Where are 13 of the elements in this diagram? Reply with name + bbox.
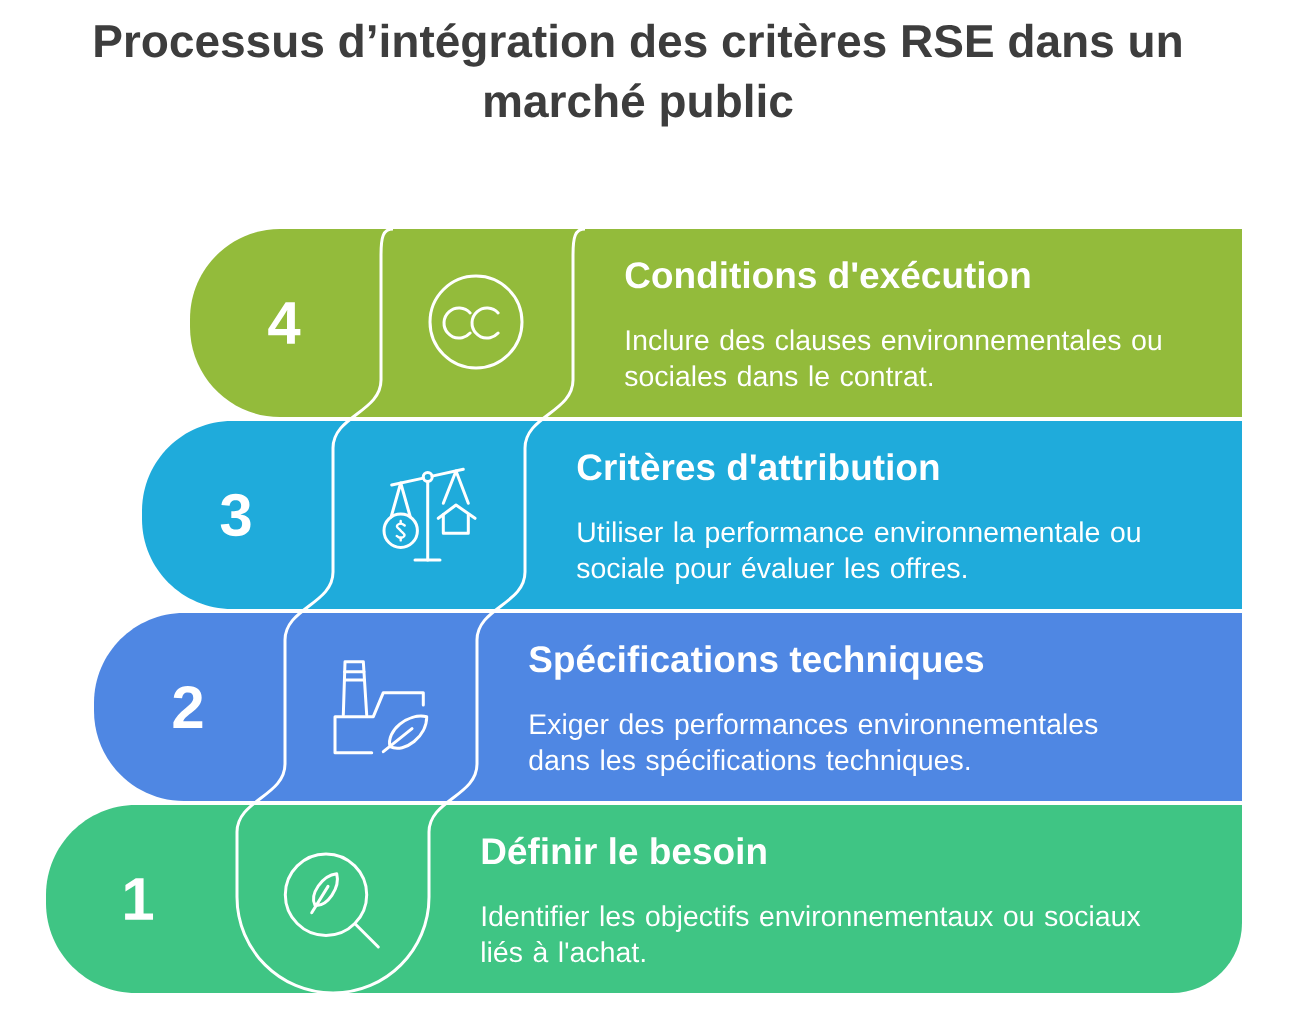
step-description: Inclure des clauses environnementales ou sociales dans le contrat. [625,329,1161,387]
step-title: Conditions d'exécution [625,260,1030,289]
step-description: Utiliser la performance environnementale ou sociale pour évaluer les offres. [577,521,1140,584]
step-number: 3 [220,493,251,537]
step-number: 1 [125,878,153,920]
title: Processus d’intégration des critères RSE dans un marché public [95,23,1181,127]
step-title: Définir le besoin [482,836,766,865]
step-title: Spécifications techniques [529,644,984,680]
step-title: Critères d'attribution [577,452,939,481]
step-description: Exiger des performances environnementales dans les spécifications techniques. [529,713,1098,776]
step-number: 2 [173,686,203,728]
step-description: Identifier les objectifs environnementaux ou sociaux liés à l'achat. [482,905,1141,963]
step-number: 4 [268,302,301,344]
